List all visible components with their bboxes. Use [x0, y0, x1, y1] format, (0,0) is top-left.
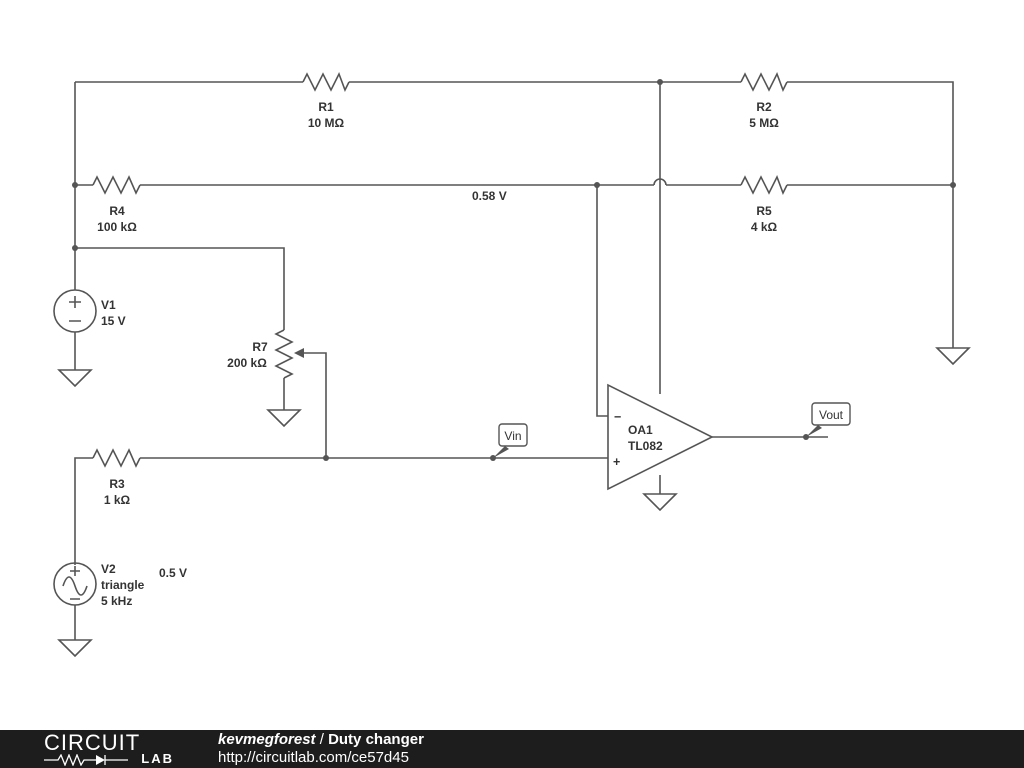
wiper-arrow-icon [294, 348, 304, 358]
title-separator: / [315, 731, 329, 748]
junction-dot [72, 182, 78, 188]
r3-name: R3 [109, 477, 125, 491]
oa1-part: TL082 [628, 439, 663, 453]
circuit-title-line: kevmegforest / Duty changer [218, 731, 424, 749]
resistor-r2[interactable]: R2 5 MΩ [740, 72, 788, 130]
ground-icon [935, 347, 971, 366]
voltage-source-v1[interactable]: V1 15 V [53, 289, 126, 333]
author-link[interactable]: kevmegforest [218, 731, 316, 748]
probe-vout-label: Vout [819, 408, 844, 422]
opamp-plus-sign: + [613, 455, 620, 469]
v2-frequency: 5 kHz [101, 594, 132, 608]
grounds [57, 347, 971, 658]
plus-minus-icon [69, 296, 81, 322]
v2-type: triangle [101, 578, 145, 592]
resistor-r1-zigzag [302, 72, 350, 92]
logo-text-circuit: CIRCUIT [44, 730, 141, 755]
probe-flag [498, 423, 528, 447]
circuit-title[interactable]: Duty changer [328, 731, 424, 748]
r3-value: 1 kΩ [104, 493, 131, 507]
wires [74, 81, 954, 640]
resistor-r5[interactable]: R5 4 kΩ [740, 175, 788, 234]
resistor-r2-zigzag [740, 72, 788, 92]
logo-wave-icon [44, 754, 128, 766]
potentiometer-r7[interactable]: R7 200 kΩ [227, 329, 304, 379]
logo-text-lab: LAB [141, 751, 174, 766]
ground-icon [57, 369, 93, 388]
r4-value: 100 kΩ [97, 220, 137, 234]
ground-icon [266, 409, 302, 428]
r7-name: R7 [252, 340, 268, 354]
junction-dot [72, 245, 78, 251]
v1-value: 15 V [101, 314, 126, 328]
r5-value: 4 kΩ [751, 220, 778, 234]
opamp-triangle-icon [607, 383, 714, 491]
ground-icon [642, 493, 678, 512]
oa1-name: OA1 [628, 423, 653, 437]
resistor-r3-zigzag [92, 448, 141, 468]
voltage-source-v2[interactable]: V2 triangle 5 kHz 0.5 V [53, 562, 187, 608]
r1-name: R1 [318, 100, 334, 114]
junction-dot [594, 182, 600, 188]
resistor-r4[interactable]: R4 100 kΩ [92, 175, 141, 234]
junction-dot [323, 455, 329, 461]
junction-dot [950, 182, 956, 188]
ground-icon [57, 639, 93, 658]
circuit-schematic: R1 10 MΩ R2 5 MΩ R4 100 kΩ R5 4 kΩ R3 1 … [53, 72, 971, 658]
resistor-r4-zigzag [92, 175, 141, 195]
dc-source-icon [53, 289, 97, 333]
footer-bar: CIRCUIT LAB kevmegforest / Duty changer … [0, 730, 1024, 768]
wire-inverting-input [596, 185, 608, 417]
r5-name: R5 [756, 204, 772, 218]
wire-pot-top [75, 247, 285, 330]
node-voltage-label: 0.58 V [472, 189, 507, 203]
v2-amplitude: 0.5 V [159, 566, 187, 580]
wire-pot-wiper [302, 352, 327, 458]
probe-vin[interactable]: Vin [493, 423, 528, 458]
sine-wave-icon [62, 576, 88, 596]
junction-dot [657, 79, 663, 85]
probe-flag [811, 402, 851, 426]
resistor-r5-zigzag [740, 175, 788, 195]
resistor-r1[interactable]: R1 10 MΩ [302, 72, 350, 130]
r2-name: R2 [756, 100, 772, 114]
circuit-url-link[interactable]: http://circuitlab.com/ce57d45 [218, 749, 409, 766]
circuitlab-logo[interactable]: CIRCUIT LAB [44, 732, 174, 768]
resistor-r3[interactable]: R3 1 kΩ [92, 448, 141, 507]
wire-top-right [787, 81, 954, 348]
wire-r3-left [74, 457, 93, 565]
v1-name: V1 [101, 298, 116, 312]
probe-pin-icon [493, 446, 509, 458]
r7-value: 200 kΩ [227, 356, 267, 370]
r4-name: R4 [109, 204, 125, 218]
v2-name: V2 [101, 562, 116, 576]
polarity-icon [70, 566, 80, 600]
probe-pin-icon [806, 425, 822, 437]
probe-vout[interactable]: Vout [806, 402, 851, 437]
opamp-minus-sign: − [614, 410, 621, 424]
ac-source-icon [53, 562, 97, 606]
r2-value: 5 MΩ [749, 116, 779, 130]
r1-value: 10 MΩ [308, 116, 345, 130]
probe-vin-label: Vin [504, 429, 521, 443]
potentiometer-r7-zigzag [274, 329, 294, 379]
opamp-oa1[interactable]: − + OA1 TL082 [607, 383, 714, 491]
